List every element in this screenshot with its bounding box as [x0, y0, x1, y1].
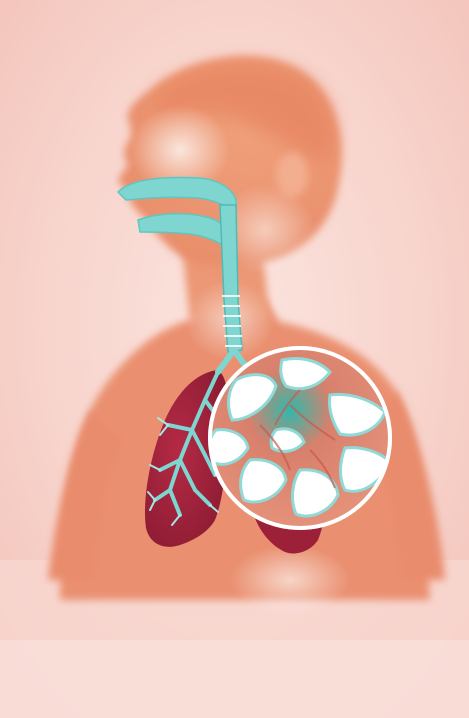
- bottom-haze: [0, 640, 469, 718]
- belly-glow: [230, 545, 350, 615]
